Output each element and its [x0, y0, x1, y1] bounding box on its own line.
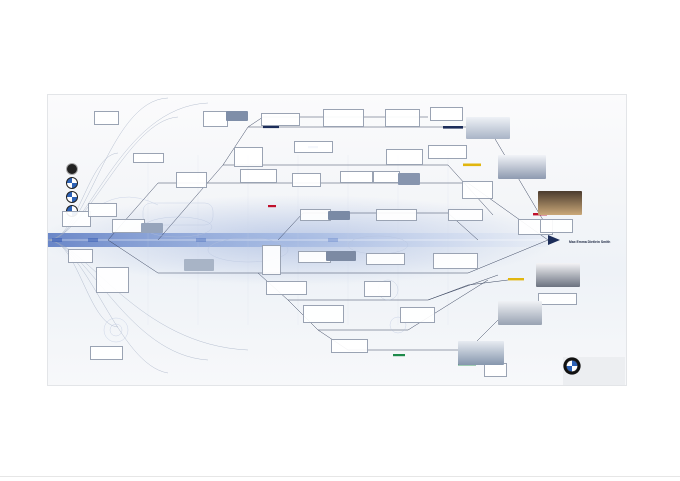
timeline-signature: Max Emma Dietlein Smith [569, 240, 611, 244]
caption-box [366, 253, 405, 265]
timeline-arrow [548, 235, 560, 245]
caption-box [433, 253, 478, 269]
tag-red [268, 205, 276, 208]
caption-box [385, 109, 420, 127]
bmw-roundel-icon [563, 357, 581, 375]
tag-green-2 [393, 354, 405, 357]
caption-box [540, 219, 573, 233]
caption-box [292, 173, 321, 187]
caption-box [133, 153, 164, 163]
bmw-history-poster: Max Emma Dietlein Smith BMW [47, 94, 627, 386]
car-photo-sedan-3 [538, 191, 582, 215]
logo-block: BMW [563, 357, 625, 385]
caption-box [62, 211, 91, 227]
car-photo-roadster [536, 263, 580, 287]
caption-box [203, 111, 228, 127]
caption-box [484, 363, 507, 377]
caption-box [428, 145, 467, 159]
caption-box [294, 141, 333, 153]
caption-box [331, 339, 368, 353]
caption-box [90, 346, 123, 360]
roundel-icon-1 [66, 163, 78, 175]
caption-box [234, 147, 263, 167]
car-thumb [328, 211, 350, 220]
caption-box [300, 209, 331, 221]
caption-box [373, 171, 400, 183]
caption-box [386, 149, 423, 165]
car-thumb [398, 173, 420, 185]
caption-box [303, 305, 344, 323]
caption-box [240, 169, 277, 183]
caption-box [262, 245, 281, 275]
caption-box [430, 107, 463, 121]
caption-box [400, 307, 435, 323]
caption-box [323, 109, 364, 127]
roundel-icon-3 [66, 191, 78, 203]
tag-navy-2 [443, 126, 463, 129]
caption-box [462, 181, 493, 199]
year-markers [52, 238, 338, 242]
car-thumb [141, 223, 163, 233]
caption-box [94, 111, 119, 125]
caption-box [340, 171, 373, 183]
caption-box [538, 293, 577, 305]
caption-box [448, 209, 483, 221]
tag-yellow [463, 163, 481, 167]
tag-navy [263, 125, 279, 129]
car-photo-sedan-1 [466, 117, 510, 139]
tag-yellow-2 [508, 278, 524, 281]
page-divider [0, 476, 680, 477]
roundel-icon-2 [66, 177, 78, 189]
caption-box [266, 281, 307, 295]
car-thumb [326, 251, 356, 261]
caption-box [96, 267, 129, 293]
caption-box [176, 172, 207, 188]
caption-box [376, 209, 417, 221]
caption-box [68, 249, 93, 263]
caption-box [364, 281, 391, 297]
car-photo-coupe [498, 301, 542, 325]
caption-box [261, 113, 300, 126]
car-photo-suv [458, 341, 504, 365]
caption-box [88, 203, 117, 217]
car-photo-sedan-2 [498, 155, 546, 179]
car-thumb [184, 259, 214, 271]
car-thumb [226, 111, 248, 121]
